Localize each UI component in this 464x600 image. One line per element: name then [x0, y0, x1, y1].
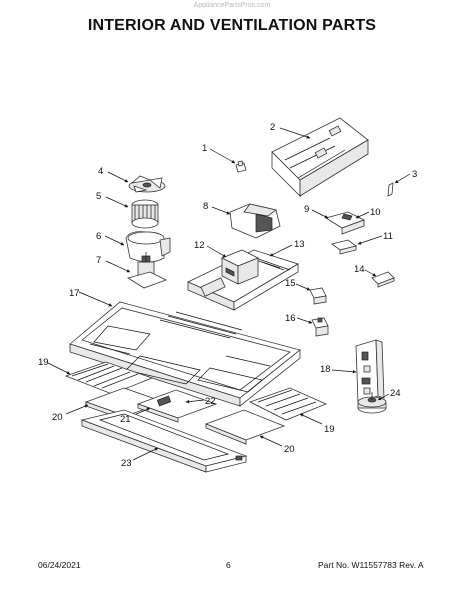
part-2-vent-bracket[interactable] — [271, 117, 369, 197]
callout-17: 17 — [69, 288, 80, 299]
callout-18: 18 — [320, 364, 331, 375]
watermark: AppliancePartsPros.com — [193, 2, 271, 9]
part-15-switch[interactable] — [309, 287, 327, 305]
callout-3: 3 — [412, 169, 417, 180]
callout-20-right: 20 — [284, 444, 295, 455]
footer-page-number: 6 — [226, 560, 231, 570]
part-11-bracket[interactable] — [331, 239, 357, 255]
callout-21: 21 — [120, 414, 131, 425]
callout-22: 22 — [205, 396, 216, 407]
callout-7: 7 — [96, 255, 101, 266]
part-5-blower-wheel[interactable] — [131, 199, 159, 229]
part-3-clip[interactable] — [387, 182, 394, 197]
callout-16: 16 — [285, 313, 296, 324]
callout-13: 13 — [294, 239, 305, 250]
callout-14: 14 — [354, 264, 365, 275]
part-1-cap[interactable] — [235, 160, 247, 173]
callout-24: 24 — [390, 388, 401, 399]
part-18-control-board[interactable] — [355, 339, 385, 403]
callout-1: 1 — [202, 143, 207, 154]
part-4-fan-blade[interactable] — [128, 175, 166, 193]
part-17-base-panel[interactable] — [69, 301, 301, 407]
footer-date: 06/24/2021 — [38, 560, 81, 570]
callout-5: 5 — [96, 191, 101, 202]
callout-9: 9 — [304, 204, 309, 215]
part-12-transformer[interactable] — [221, 249, 259, 285]
callout-2: 2 — [270, 122, 275, 133]
part-7-motor[interactable] — [127, 252, 168, 289]
part-19-filter-right[interactable] — [248, 387, 328, 421]
part-19-filter-left[interactable] — [64, 361, 154, 395]
callout-10: 10 — [370, 207, 381, 218]
part-16-switch[interactable] — [311, 317, 329, 337]
callout-8: 8 — [203, 201, 208, 212]
callout-4: 4 — [98, 166, 103, 177]
part-8-air-duct[interactable] — [229, 203, 281, 239]
part-23-vent-trim[interactable] — [80, 409, 248, 473]
page-title: INTERIOR AND VENTILATION PARTS — [87, 17, 377, 34]
callout-19-right: 19 — [324, 424, 335, 435]
part-9-damper[interactable] — [325, 211, 366, 235]
callout-6: 6 — [96, 231, 101, 242]
part-14-bracket[interactable] — [371, 271, 395, 288]
callout-12: 12 — [194, 240, 205, 251]
callout-19-left: 19 — [38, 357, 49, 368]
callout-11: 11 — [383, 231, 393, 242]
part-20-grease-filter-right[interactable] — [204, 409, 286, 445]
footer-part-number: Part No. W11557783 Rev. A — [318, 560, 424, 570]
callout-15: 15 — [285, 278, 296, 289]
callout-20-left: 20 — [52, 412, 63, 423]
callout-23: 23 — [121, 458, 132, 469]
